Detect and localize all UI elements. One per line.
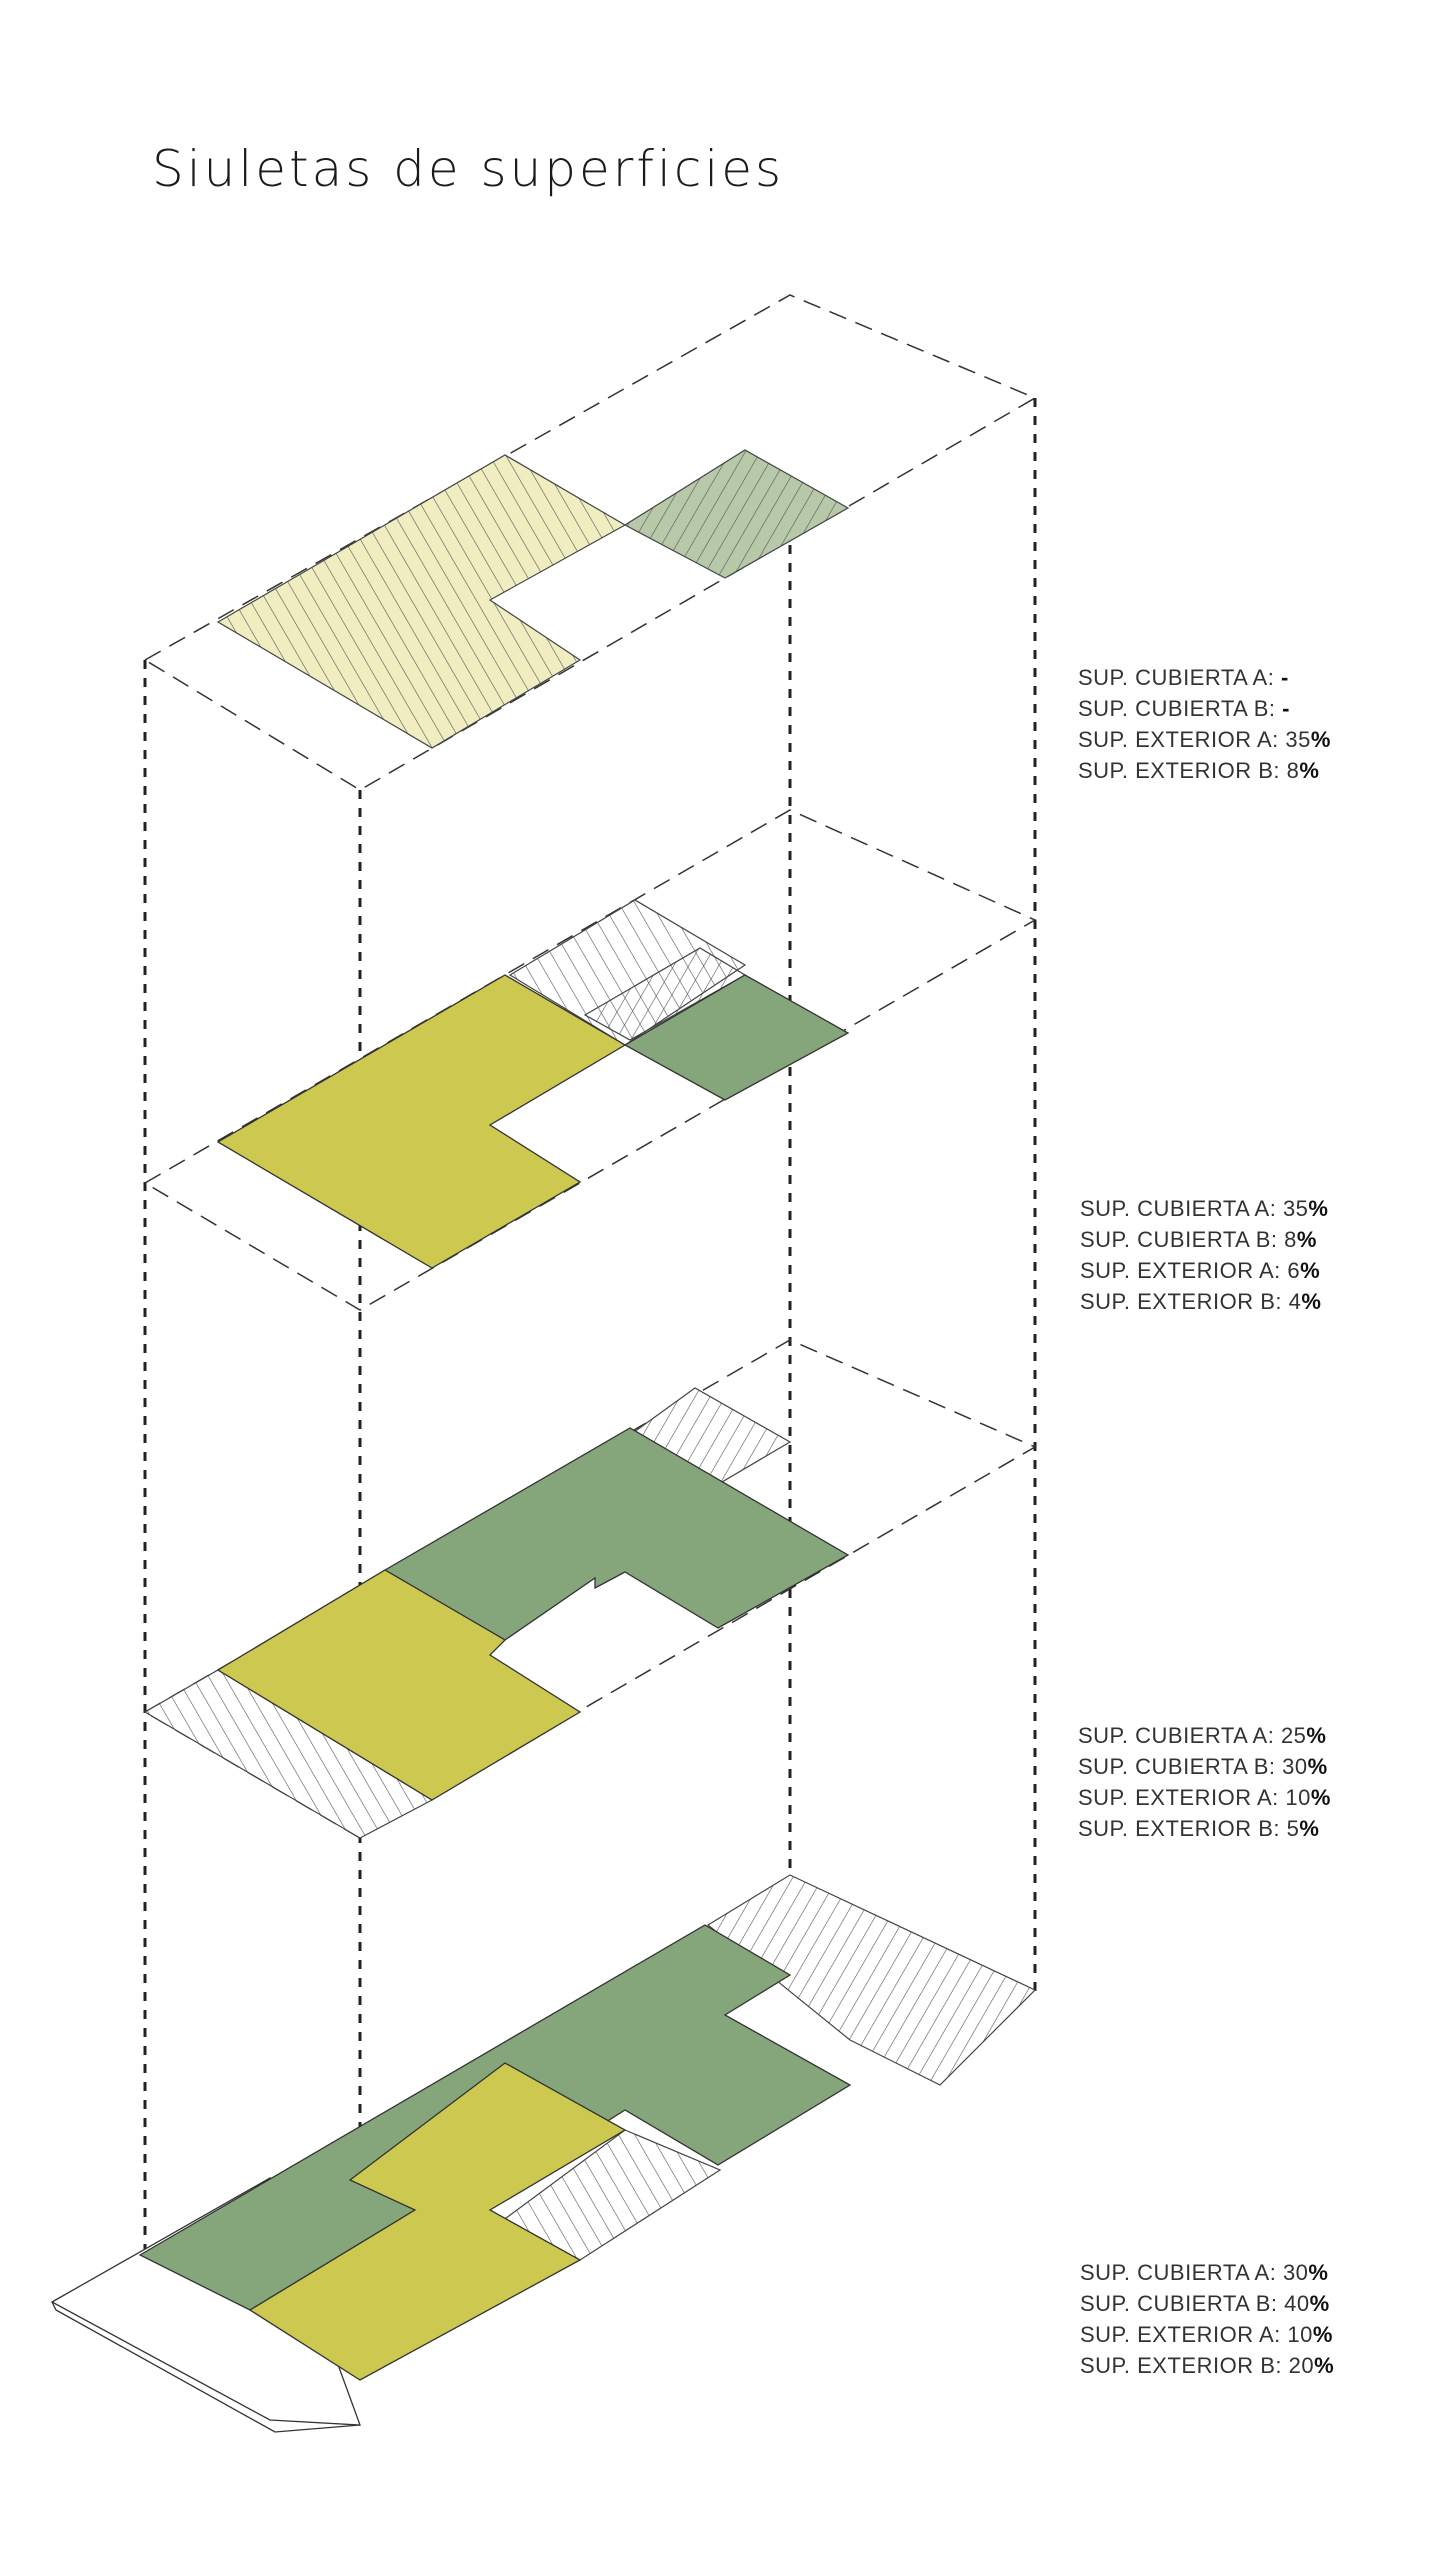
legend-level-4: SUP. CUBIERTA A: 30% SUP. CUBIERTA B: 40… <box>1080 2257 1334 2381</box>
legend-row: SUP. EXTERIOR A: 6% <box>1080 1258 1321 1283</box>
page-title: Siuletas de superficies <box>152 140 785 198</box>
legend-row: SUP. CUBIERTA B: 8% <box>1080 1227 1317 1252</box>
level-3 <box>143 1339 1037 1839</box>
legend-row: SUP. EXTERIOR A: 10% <box>1080 2322 1333 2347</box>
legend-row: SUP. EXTERIOR A: 10% <box>1078 1785 1331 1810</box>
legend-row: SUP. CUBIERTA B: - <box>1078 696 1290 721</box>
legend-row: SUP. CUBIERTA B: 30% <box>1078 1754 1328 1779</box>
legend-level-1: SUP. CUBIERTA A: - SUP. CUBIERTA B: - SU… <box>1078 662 1331 786</box>
level-3-cubierta-b <box>383 1427 850 1641</box>
level-2-outline <box>143 809 1037 1311</box>
legend-row: SUP. EXTERIOR B: 4% <box>1080 1289 1322 1314</box>
legend-level-3: SUP. CUBIERTA A: 25% SUP. CUBIERTA B: 30… <box>1078 1720 1331 1844</box>
level-2 <box>143 809 1037 1311</box>
level-3-outline <box>143 1339 1037 1839</box>
legend-row: SUP. CUBIERTA A: 35% <box>1080 1196 1329 1221</box>
legend-row: SUP. CUBIERTA A: - <box>1078 665 1289 690</box>
legend-row: SUP. CUBIERTA A: 30% <box>1080 2260 1329 2285</box>
legend-row: SUP. EXTERIOR B: 20% <box>1080 2353 1335 2378</box>
level-4-cubierta-a <box>248 2062 627 2381</box>
legend-row: SUP. EXTERIOR A: 35% <box>1078 727 1331 752</box>
legend-row: SUP. EXTERIOR B: 8% <box>1078 758 1320 783</box>
level-3-cubierta-a <box>216 1569 582 1801</box>
level-1 <box>143 294 1037 791</box>
level-2-cubierta-a <box>216 974 627 1269</box>
legend-level-2: SUP. CUBIERTA A: 35% SUP. CUBIERTA B: 8%… <box>1080 1193 1328 1317</box>
level-2-cubierta-b <box>623 974 850 1101</box>
level-4 <box>50 1874 1037 2433</box>
legend-row: SUP. CUBIERTA B: 40% <box>1080 2291 1330 2316</box>
legend-row: SUP. EXTERIOR B: 5% <box>1078 1816 1320 1841</box>
legend-row: SUP. CUBIERTA A: 25% <box>1078 1723 1327 1748</box>
